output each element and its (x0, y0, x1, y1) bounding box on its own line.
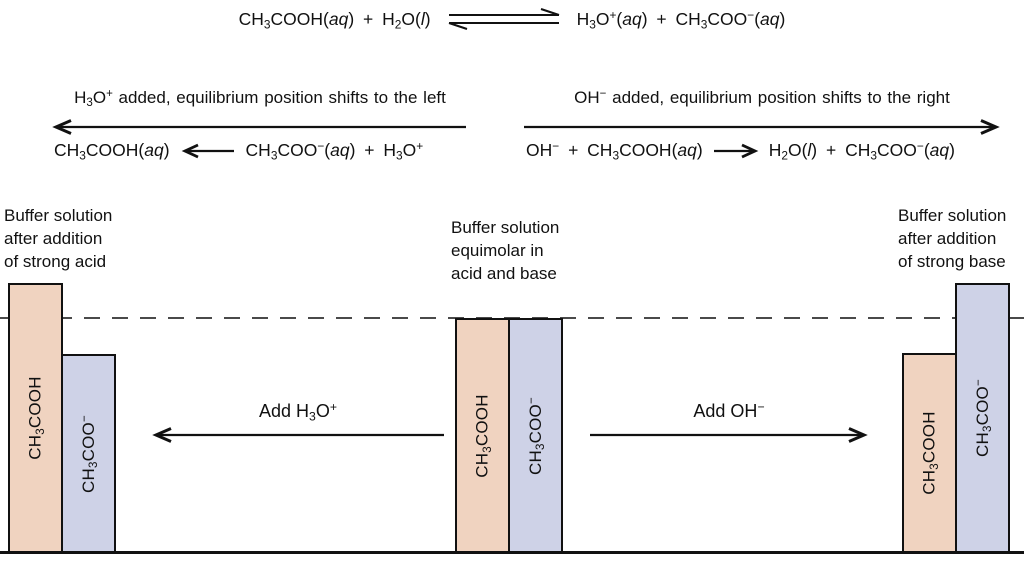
add-base-label: Add OH− (693, 399, 765, 421)
buffer-group-after-acid: Buffer solution after addition of strong… (4, 206, 116, 553)
acetate-bar: CH3COO− (508, 318, 563, 553)
acid-added-product: CH3COOH(aq) (54, 140, 170, 163)
group-title: Buffer solution after addition of strong… (4, 204, 112, 273)
group-title-line: acid and base (451, 264, 557, 283)
add-acid-arrow-icon (150, 426, 446, 444)
base-added-shift-block: OH− added, equilibrium position shifts t… (522, 88, 1002, 161)
acetic-acid-bar: CH3COOH (902, 353, 957, 553)
group-title-line: after addition (898, 229, 997, 248)
short-right-arrow-icon (712, 143, 760, 159)
acetate-bar-label: CH3COO− (78, 414, 100, 493)
bar-pair: CH3COOH CH3COO− (8, 283, 116, 553)
group-title-line: of strong acid (4, 252, 107, 271)
acid-added-shift-block: H3O+ added, equilibrium position shifts … (50, 88, 470, 161)
buffer-group-after-base: Buffer solution after addition of strong… (898, 206, 1010, 553)
group-title: Buffer solution equimolar in acid and ba… (451, 216, 559, 285)
buffer-group-equimolar: Buffer solution equimolar in acid and ba… (451, 218, 563, 553)
acetate-bar-label: CH3COO− (972, 379, 994, 457)
group-title: Buffer solution after addition of strong… (898, 204, 1006, 273)
group-title-line: after addition (4, 229, 103, 248)
acetic-acid-bar: CH3COOH (8, 283, 63, 553)
bar-pair: CH3COOH CH3COO− (902, 283, 1010, 553)
base-added-caption: OH− added, equilibrium position shifts t… (574, 88, 950, 107)
base-added-products: H2O(l) + CH3COO−(aq) (768, 139, 955, 163)
group-title-line: of strong base (898, 252, 1006, 271)
acetic-acid-bar-label: CH3COOH (25, 376, 47, 460)
acetate-bar-label: CH3COO− (525, 396, 547, 475)
acetic-acid-bar-label: CH3COOH (472, 393, 494, 478)
group-title-line: Buffer solution (898, 206, 1007, 225)
acid-added-caption: H3O+ added, equilibrium position shifts … (74, 88, 446, 110)
base-added-reactants: OH− + CH3COOH(aq) (526, 139, 703, 163)
acid-added-equation: CH3COOH(aq) CH3COO−(aq) + H3O+ (54, 140, 423, 161)
equation-right-side: H3O+(aq) + CH3COO−(aq) (576, 7, 786, 31)
baseline (0, 551, 1024, 554)
top-equilibrium-equation: CH3COOH(aq) + H2O(l) H3O+(aq) + CH3COO−(… (0, 8, 1024, 30)
acid-added-reactants: CH3COO−(aq) + H3O+ (245, 139, 424, 163)
acetate-bar: CH3COO− (61, 354, 116, 553)
short-left-arrow-icon (179, 143, 237, 159)
group-title-line: Buffer solution (451, 218, 560, 237)
acetate-bar: CH3COO− (955, 283, 1010, 553)
base-added-equation: OH− + CH3COOH(aq) H2O(l) + CH3COO−(aq) (526, 140, 955, 161)
equation-left-side: CH3COOH(aq) + H2O(l) (238, 8, 431, 31)
add-acid-label: Add H3O+ (258, 399, 337, 424)
equilibrium-arrows-icon (445, 8, 563, 30)
long-right-arrow-icon (522, 118, 1002, 136)
acetic-acid-bar: CH3COOH (455, 318, 510, 553)
add-base-arrow-icon (588, 426, 870, 444)
group-title-line: equimolar in (451, 241, 544, 260)
long-left-arrow-icon (50, 118, 470, 136)
group-title-line: Buffer solution (4, 206, 113, 225)
bar-pair: CH3COOH CH3COO− (455, 318, 563, 553)
acetic-acid-bar-label: CH3COOH (919, 411, 941, 495)
